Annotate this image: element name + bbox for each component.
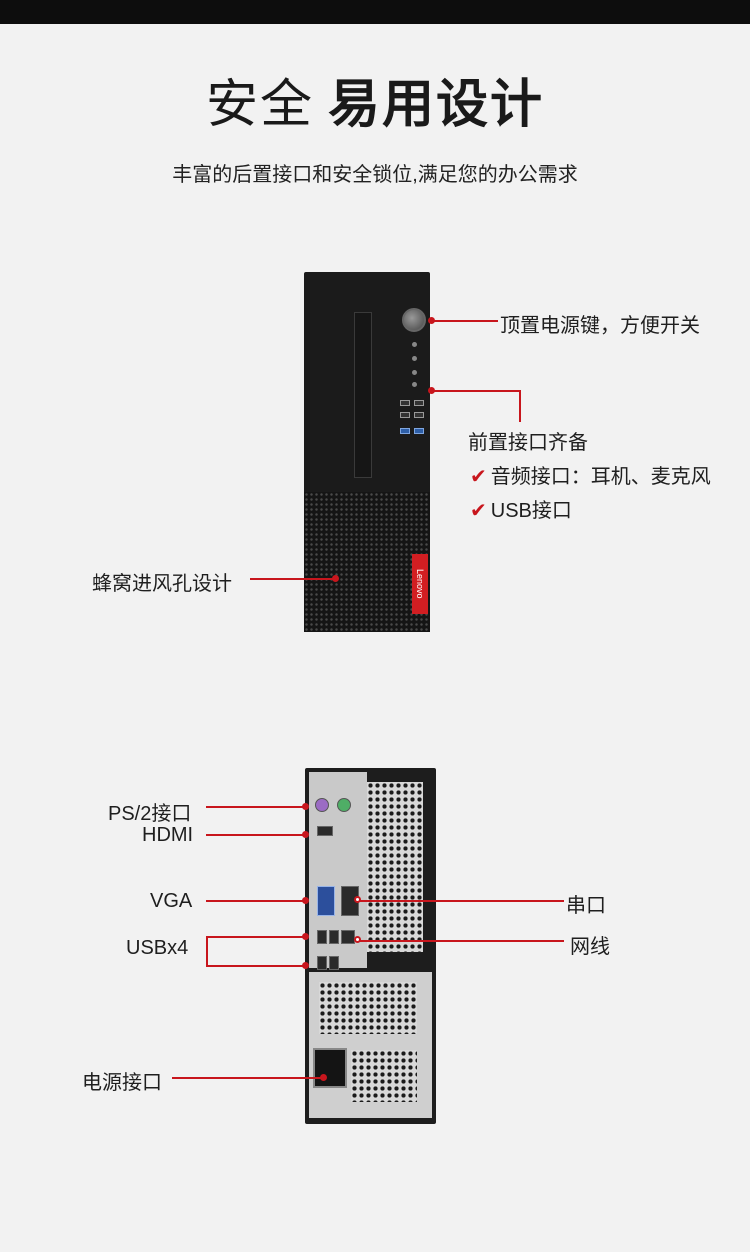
callout-line [519,390,521,422]
ps2-port-icon [315,798,329,812]
page-title: 安全易用设计 [0,62,750,137]
usb-port-icon [329,956,339,970]
callout-vents: 蜂窝进风孔设计 [92,573,232,595]
lan-port-icon [341,930,355,944]
power-button-icon [402,308,426,332]
callout-dot [428,317,435,324]
optical-drive-slot [354,312,372,478]
expansion-vent [319,982,417,1034]
usb3-port-icon [414,428,424,434]
usb-port-icon [400,400,410,406]
top-bar [0,0,750,24]
rear-tower-image [305,768,436,1124]
usb-port-icon [317,956,327,970]
callout-dot [302,962,309,969]
callout-line [360,940,564,942]
usb-port-icon [317,930,327,944]
usb-port-icon [400,412,410,418]
usb3-port-icon [400,428,410,434]
callout-line [206,834,304,836]
callout-line [206,936,304,938]
callout-line [206,965,304,967]
callout-dot [302,803,309,810]
callout-line [206,900,304,902]
callout-line [360,900,564,902]
indicator-icon [412,356,417,361]
callout-line [432,320,498,322]
lenovo-logo: Lenovo [412,554,428,614]
callout-dot [302,831,309,838]
callout-vga: VGA [150,890,193,912]
callout-dot [354,896,361,903]
callout-power-button: 顶置电源键，方便开关 [500,315,700,337]
hdmi-port-icon [317,826,333,836]
callout-usb: ✔USB接口 [470,500,572,522]
callout-dot [302,933,309,940]
callout-dot [354,936,361,943]
callout-usb4: USBx4 [126,937,189,959]
usb-port-icon [329,930,339,944]
callout-line [432,390,520,392]
callout-line [206,936,208,966]
front-tower-image: Lenovo [304,272,430,632]
title-light: 安全 [205,76,314,134]
callout-dot [320,1074,327,1081]
callout-line [206,806,304,808]
callout-power-socket: 电源接口 [82,1072,162,1094]
indicator-icon [412,382,417,387]
check-icon: ✔ [470,466,487,488]
power-socket-icon [313,1048,347,1088]
usb-port-icon [414,412,424,418]
callout-dot [428,387,435,394]
callout-line [172,1077,322,1079]
callout-line [250,578,334,580]
psu-vent [351,1050,417,1102]
vga-port-icon [317,886,335,916]
callout-hdmi: HDMI [142,824,194,846]
page-subtitle: 丰富的后置接口和安全锁位,满足您的办公需求 [172,164,578,186]
honeycomb-vent [304,492,430,632]
indicator-icon [412,342,417,347]
callout-front-ports: 前置接口齐备 [468,432,588,454]
callout-dot [302,897,309,904]
callout-lan: 网线 [570,936,610,958]
check-icon: ✔ [470,500,487,522]
ps2-port-icon [337,798,351,812]
callout-dot [332,575,339,582]
rear-vent [367,782,423,952]
indicator-icon [412,370,417,375]
usb-port-icon [414,400,424,406]
callout-serial: 串口 [566,895,606,917]
title-bold: 易用设计 [328,76,545,134]
callout-audio: ✔音频接口：耳机、麦克风 [470,466,711,488]
callout-ps2: PS/2接口 [108,803,192,825]
